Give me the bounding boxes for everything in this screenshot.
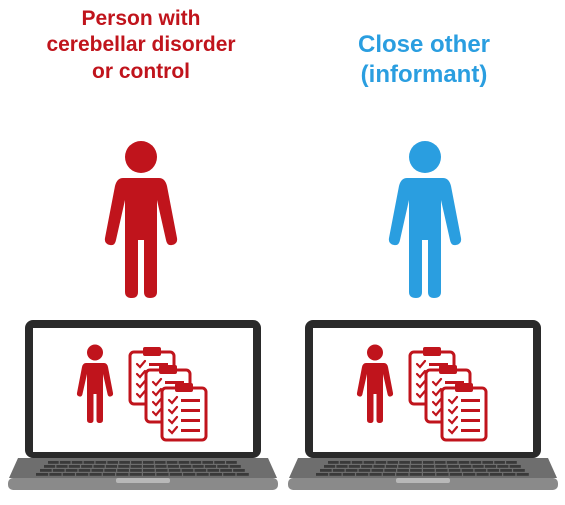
participant-label-line-2: cerebellar disorder <box>46 33 236 57</box>
screen-person-icon <box>356 344 394 423</box>
laptop-notch <box>396 478 450 483</box>
laptop-notch <box>116 478 170 483</box>
screen-person-icon <box>76 344 114 423</box>
participant-laptop <box>8 320 278 490</box>
laptop-base <box>288 478 558 490</box>
laptop-keyboard <box>36 461 249 476</box>
informant-label-line-2: (informant) <box>360 61 488 88</box>
informant-label: Close other (informant) <box>283 30 565 90</box>
informant-person-icon <box>388 141 462 298</box>
laptop-base <box>8 478 278 490</box>
participant-person-icon <box>104 141 178 298</box>
participant-label-line-1: Person with <box>81 7 201 30</box>
informant-label-line-1: Close other <box>357 31 491 58</box>
participant-label: Person with cerebellar disorder or contr… <box>0 6 282 85</box>
laptop-keyboard <box>316 461 529 476</box>
participant-label-line-3: or control <box>92 59 190 83</box>
clipboard-checklist-icon <box>160 383 208 442</box>
informant-laptop <box>288 320 558 490</box>
clipboard-checklist-icon <box>440 383 488 442</box>
